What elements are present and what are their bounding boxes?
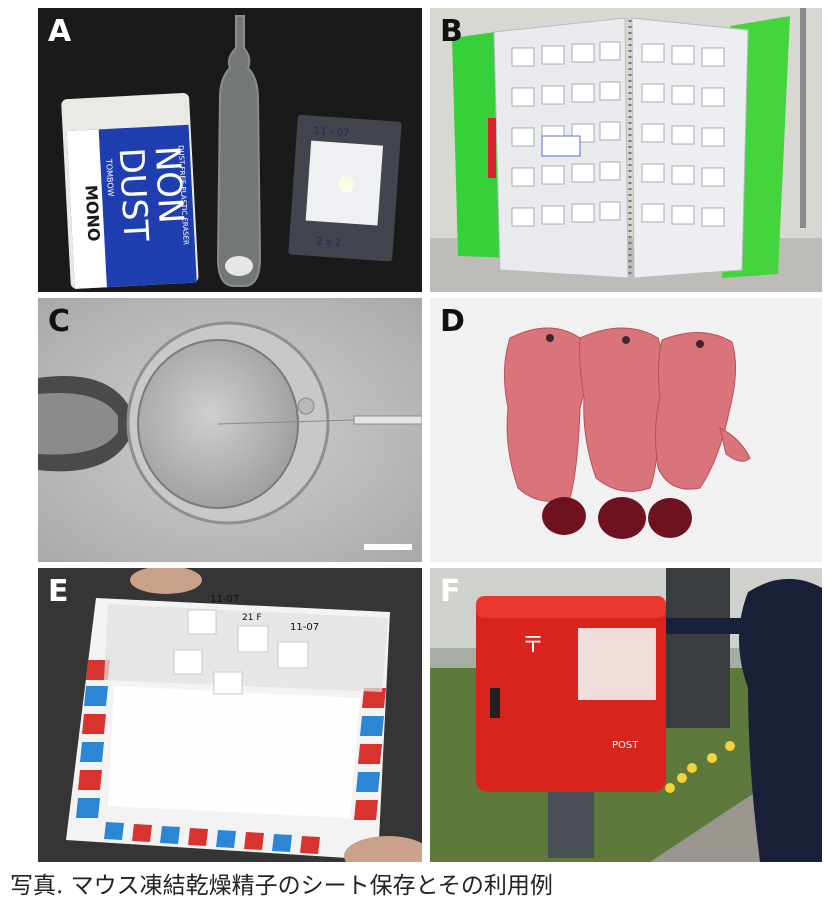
- sheet-top-label: 11 - 07: [313, 126, 349, 139]
- airmail-envelope-illustration: 11-07 11-07 21 F: [38, 568, 422, 862]
- eraser-ampoule-sheet-illustration: MONO NON DUST DUST FREE PLASTIC ERASER T…: [38, 8, 422, 292]
- note-sample-id-2: 11-07: [290, 622, 319, 633]
- figure-caption: 写真. マウス凍結乾燥精子のシート保存とその利用例: [10, 873, 553, 899]
- panel-c-micrograph: C: [38, 298, 422, 562]
- oocyte-injection-illustration: [38, 298, 422, 562]
- panel-label-e: E: [48, 574, 69, 609]
- postbox-text: POST: [612, 740, 639, 751]
- panel-label-b: B: [440, 14, 463, 49]
- panel-label-c: C: [48, 304, 71, 339]
- panel-label-f: F: [440, 574, 461, 609]
- panel-f-photo: 〒 POST F: [430, 568, 822, 862]
- note-sample-id-3: 21 F: [242, 613, 262, 623]
- panel-e-photo: 11-07 11-07 21 F E: [38, 568, 422, 862]
- eraser-line1-text: NON: [147, 145, 191, 225]
- eraser-maker-text: TOMBOW: [104, 158, 115, 197]
- eraser-line2-text: DUST: [111, 147, 156, 243]
- panel-b-photo: B: [430, 8, 822, 292]
- panel-a-photo: MONO NON DUST DUST FREE PLASTIC ERASER T…: [38, 8, 422, 292]
- panel-label-d: D: [440, 304, 465, 339]
- panel-label-a: A: [48, 14, 72, 49]
- panel-d-photo: D: [430, 298, 822, 562]
- binder-illustration: [430, 8, 822, 292]
- newborn-pups-illustration: [430, 298, 822, 562]
- sheet-bottom-label: 2 x 2: [316, 236, 342, 249]
- eraser-brand-text: MONO: [82, 184, 104, 241]
- postbox-illustration: 〒 POST: [430, 568, 822, 862]
- note-sample-id-1: 11-07: [210, 594, 239, 605]
- postbox-mark: 〒: [522, 633, 544, 658]
